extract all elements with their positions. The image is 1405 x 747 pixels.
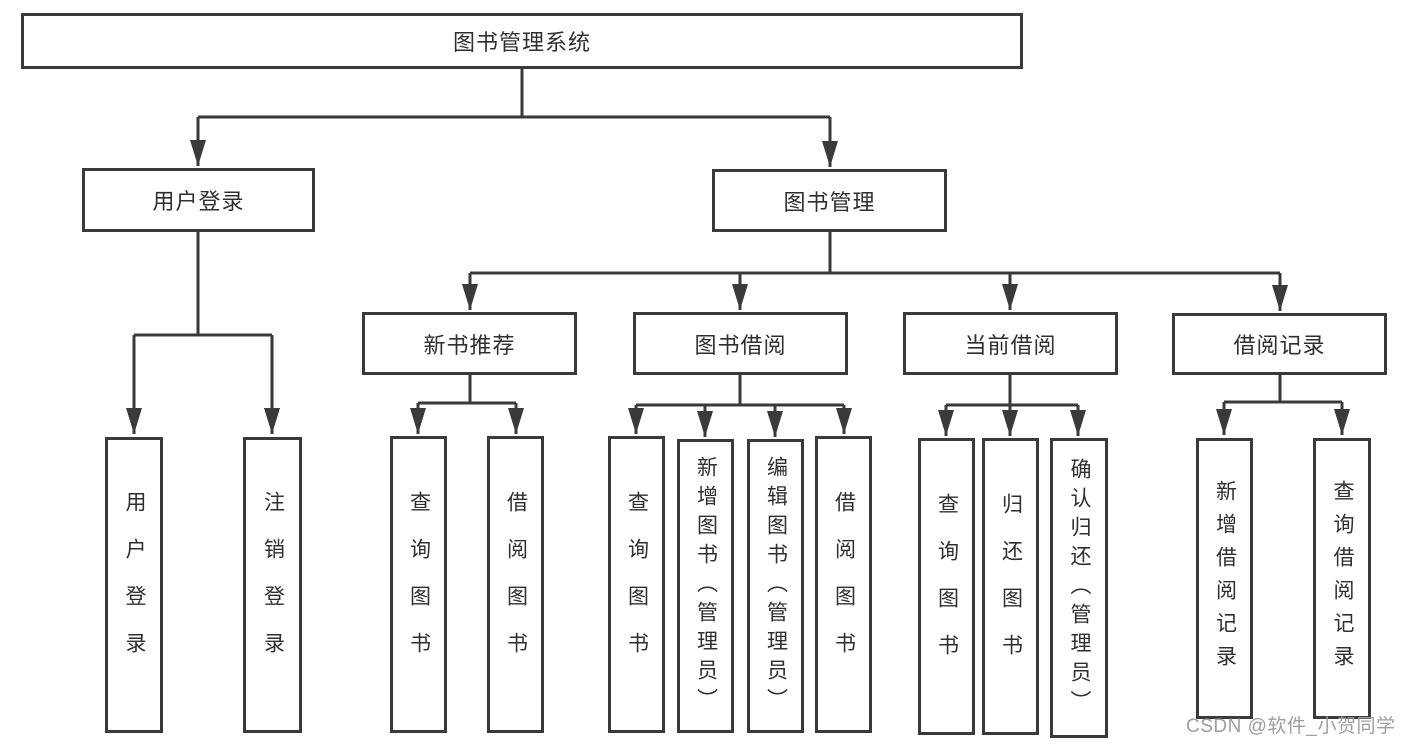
node-user-login: 用户登录 xyxy=(82,168,315,232)
leaf-confirm-return-admin: 确认归还（管理员） xyxy=(1050,438,1108,738)
leaf-borrow-books-recommend: 借阅图书 xyxy=(487,436,544,733)
leaf-add-borrow-record: 新增借阅记录 xyxy=(1196,438,1253,719)
leaf-query-borrow-record: 查询借阅记录 xyxy=(1313,438,1371,719)
csdn-watermark: CSDN @软件_小贺同学 xyxy=(1186,716,1396,737)
leaf-query-books-recommend: 查询图书 xyxy=(390,436,447,733)
leaf-edit-books-admin: 编辑图书（管理员） xyxy=(747,439,804,733)
node-book-management: 图书管理 xyxy=(712,169,947,232)
leaf-query-books-current: 查询图书 xyxy=(918,438,975,735)
leaf-logout: 注销登录 xyxy=(243,437,302,733)
node-borrow-records: 借阅记录 xyxy=(1172,313,1387,375)
leaf-query-books-borrow: 查询图书 xyxy=(608,436,665,733)
node-current-borrow: 当前借阅 xyxy=(903,312,1118,375)
leaf-user-login: 用户登录 xyxy=(105,437,163,733)
node-new-book-recommend: 新书推荐 xyxy=(362,312,577,375)
node-library-management-system: 图书管理系统 xyxy=(21,13,1023,69)
leaf-borrow-books: 借阅图书 xyxy=(815,436,872,733)
leaf-add-books-admin: 新增图书（管理员） xyxy=(677,439,734,733)
leaf-return-books: 归还图书 xyxy=(982,438,1039,735)
node-book-borrow: 图书借阅 xyxy=(633,312,848,375)
